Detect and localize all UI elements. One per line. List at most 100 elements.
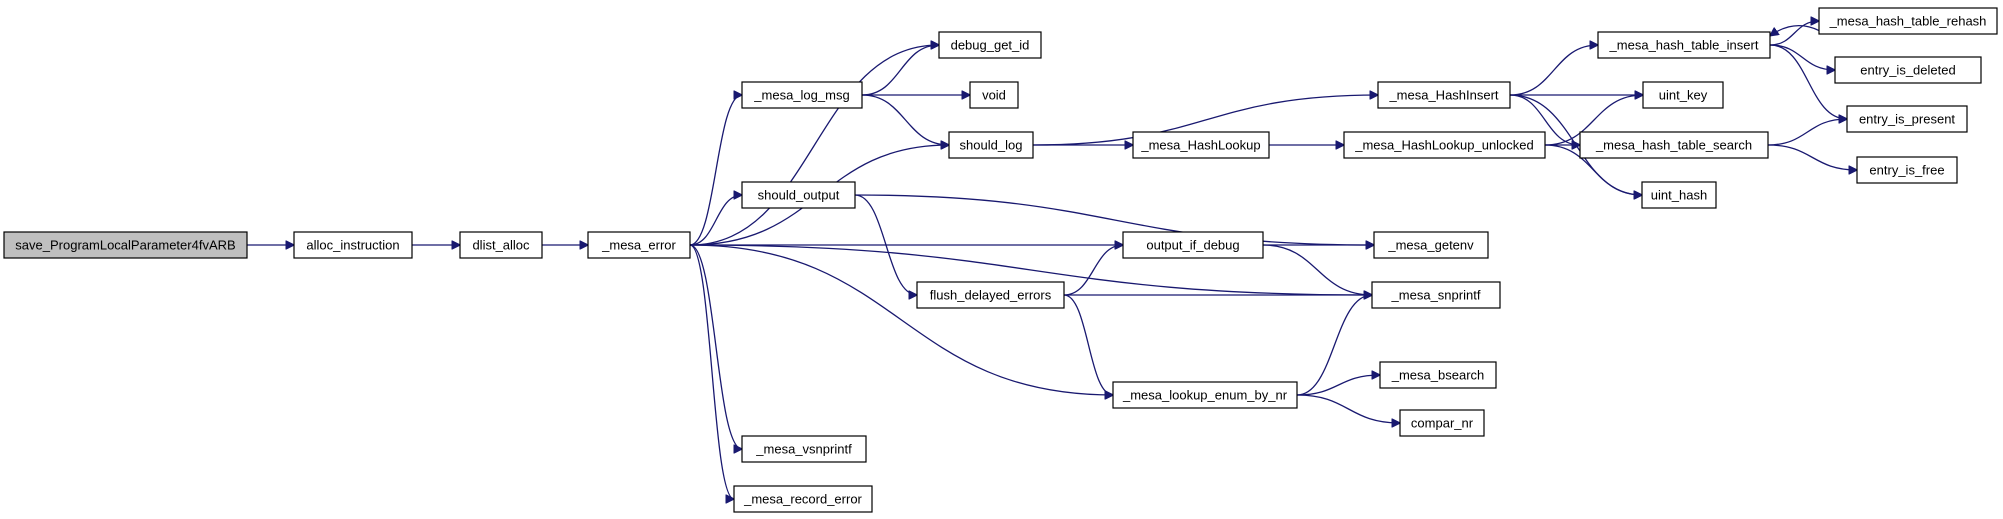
node-uint-key[interactable]: uint_key [1642,81,1724,109]
node-should-output[interactable]: should_output [741,181,856,209]
node-label: void [982,88,1006,103]
edge-mesa_log_msg-to-should_log [861,94,949,145]
node-box [741,81,863,109]
node-mesa-snprintf[interactable]: _mesa_snprintf [1371,281,1501,309]
edge-arrow [1032,95,1378,146]
node-debug-get-id[interactable]: debug_get_id [938,31,1042,59]
node-mesa-hash-table-search[interactable]: _mesa_hash_table_search [1579,131,1769,159]
node-label: entry_is_free [1869,163,1944,178]
edge-should_output-to-flush_delayed_errors [854,194,917,295]
edge-arrow [1063,245,1123,296]
node-mesa-hash-table-rehash[interactable]: _mesa_hash_table_rehash [1818,7,1998,35]
node-label: _mesa_snprintf [1391,288,1481,303]
node-box [741,181,856,209]
node-label: uint_hash [1651,188,1707,203]
node-output-if-debug[interactable]: output_if_debug [1122,231,1264,259]
edge-mesa_log_msg-to-debug_get_id [861,45,939,96]
edge-arrow [1262,244,1372,295]
edge-mesa_error-to-mesa_snprintf [689,244,1372,295]
edge-mesa_lookup_enum_by_nr-to-mesa_snprintf [1296,295,1372,396]
node-label: _mesa_HashLookup [1140,138,1260,153]
node-mesa-lookup-enum-by-nr[interactable]: _mesa_lookup_enum_by_nr [1112,381,1298,409]
node-box [1343,131,1546,159]
node-box [916,281,1065,309]
edge-flush_delayed_errors-to-mesa_lookup_enum_by_nr [1063,294,1113,395]
edge-arrow [1544,95,1643,146]
node-label: _mesa_error [601,238,676,253]
node-label: entry_is_present [1859,112,1955,127]
edge-arrow [861,45,939,96]
node-box [1399,409,1485,437]
node-mesa-HashLookup[interactable]: _mesa_HashLookup [1132,131,1270,159]
edge-arrow [854,194,917,295]
node-entry-is-free[interactable]: entry_is_free [1856,156,1958,184]
edge-mesa_hash_table_search-to-entry_is_present [1767,119,1847,146]
node-box [587,231,691,259]
node-box [1132,131,1270,159]
node-flush-delayed-errors[interactable]: flush_delayed_errors [916,281,1065,309]
node-mesa-hash-table-insert[interactable]: _mesa_hash_table_insert [1597,31,1771,59]
node-box [948,131,1034,159]
node-entry-is-deleted[interactable]: entry_is_deleted [1834,56,1982,84]
node-box [1834,56,1982,84]
node-mesa-HashLookup-unlocked[interactable]: _mesa_HashLookup_unlocked [1343,131,1546,159]
edge-arrow [689,45,939,246]
node-label: _mesa_hash_table_rehash [1829,14,1987,29]
node-label: flush_delayed_errors [930,288,1052,303]
node-box [1377,81,1511,109]
node-uint-hash[interactable]: uint_hash [1641,181,1717,209]
edge-arrow [1296,394,1400,423]
edge-arrow [1296,295,1372,396]
edge-mesa_hash_table_search-to-entry_is_free [1767,144,1857,170]
node-mesa-getenv[interactable]: _mesa_getenv [1373,231,1489,259]
node-box [1112,381,1298,409]
node-mesa-bsearch[interactable]: _mesa_bsearch [1379,361,1497,389]
node-label: should_output [758,188,840,203]
node-save[interactable]: save_ProgramLocalParameter4fvARB [3,231,248,259]
node-label: dlist_alloc [472,238,530,253]
node-entry-is-present[interactable]: entry_is_present [1846,105,1968,133]
edge-mesa_HashInsert-to-mesa_hash_table_insert [1509,45,1598,96]
edge-mesa_lookup_enum_by_nr-to-mesa_bsearch [1296,375,1380,396]
edge-arrow [689,244,1372,295]
edge-arrow [1509,45,1598,96]
edge-mesa_HashLookup_unlocked-to-uint_key [1544,95,1643,146]
node-mesa-HashInsert[interactable]: _mesa_HashInsert [1377,81,1511,109]
node-mesa-record-error[interactable]: _mesa_record_error [733,485,873,513]
node-label: debug_get_id [951,38,1030,53]
node-mesa-error[interactable]: _mesa_error [587,231,691,259]
node-box [1122,231,1264,259]
node-box [1597,31,1771,59]
node-mesa-vsnprintf[interactable]: _mesa_vsnprintf [741,435,867,463]
node-alloc-instruction[interactable]: alloc_instruction [293,231,413,259]
edge-mesa_hash_table_insert-to-entry_is_present [1769,44,1847,119]
edge-mesa_hash_table_rehash-to-mesa_hash_table_insert [1770,24,1820,36]
node-box [459,231,543,259]
node-label: should_log [960,138,1023,153]
node-box [938,31,1042,59]
edge-arrow [689,244,742,449]
edge-mesa_error-to-mesa_log_msg [689,95,742,246]
edge-output_if_debug-to-mesa_snprintf [1262,244,1372,295]
node-box [3,231,248,259]
node-mesa-log-msg[interactable]: _mesa_log_msg [741,81,863,109]
node-label: _mesa_HashInsert [1388,88,1498,103]
node-box [1856,156,1958,184]
node-compar-nr[interactable]: compar_nr [1399,409,1485,437]
edge-arrow [1769,21,1819,46]
nodes: save_ProgramLocalParameter4fvARB alloc_in… [3,7,1998,513]
edge-should_log-to-mesa_HashInsert [1032,95,1378,146]
edge-arrow [689,244,1113,395]
edge-mesa_error-to-debug_get_id [689,45,939,246]
edge-arrow [1509,94,1642,195]
node-void[interactable]: void [969,81,1019,109]
edge-arrow [689,95,742,246]
edge-arrow [1767,144,1857,170]
node-dlist-alloc[interactable]: dlist_alloc [459,231,543,259]
edge-mesa_error-to-mesa_lookup_enum_by_nr [689,244,1113,395]
edge-arrow [1296,375,1380,396]
node-should-log[interactable]: should_log [948,131,1034,159]
node-label: save_ProgramLocalParameter4fvARB [15,238,235,253]
node-label: _mesa_HashLookup_unlocked [1354,138,1534,153]
